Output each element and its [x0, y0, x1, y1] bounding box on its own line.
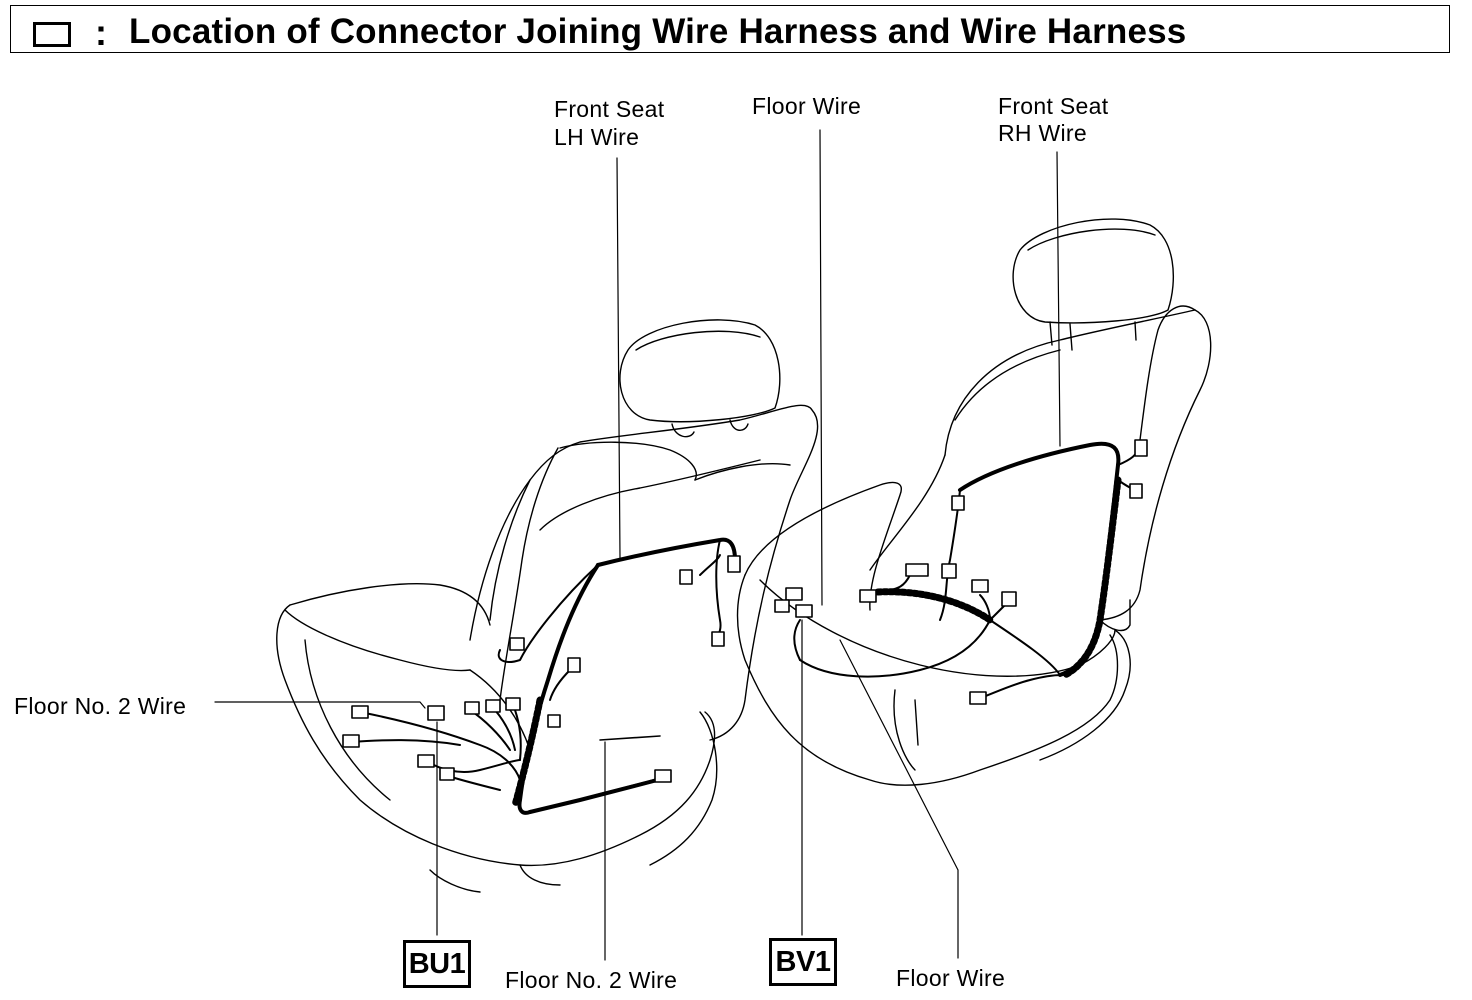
page-title: Location of Connector Joining Wire Harne…	[129, 12, 1187, 51]
title-colon: :	[95, 12, 107, 53]
corrugated-tube	[511, 476, 1122, 809]
front-seat-rh-label-line1: Front Seat	[998, 93, 1109, 119]
connector-symbol-icon	[33, 22, 71, 47]
left-seat-illustration	[276, 319, 819, 893]
title-bar: : Location of Connector Joining Wire Har…	[10, 5, 1450, 53]
floor-no2-wire-left-label: Floor No. 2 Wire	[14, 693, 187, 719]
floor-wire-bottom-label: Floor Wire	[896, 965, 1006, 991]
front-seat-lh-label-line1: Front Seat	[554, 96, 665, 122]
connector-code-bv1: BV1	[769, 938, 837, 986]
floor-no2-wire-bottom-label: Floor No. 2 Wire	[505, 967, 678, 993]
floor-wire-top-label: Floor Wire	[752, 93, 862, 119]
branch-wires	[349, 444, 1141, 801]
connector-code-bu1: BU1	[403, 940, 471, 988]
leader-lines	[214, 129, 1061, 961]
front-seat-rh-label-line2: RH Wire	[998, 120, 1087, 146]
front-seat-lh-label-line2: LH Wire	[554, 124, 640, 150]
connector-icons	[342, 439, 1148, 783]
